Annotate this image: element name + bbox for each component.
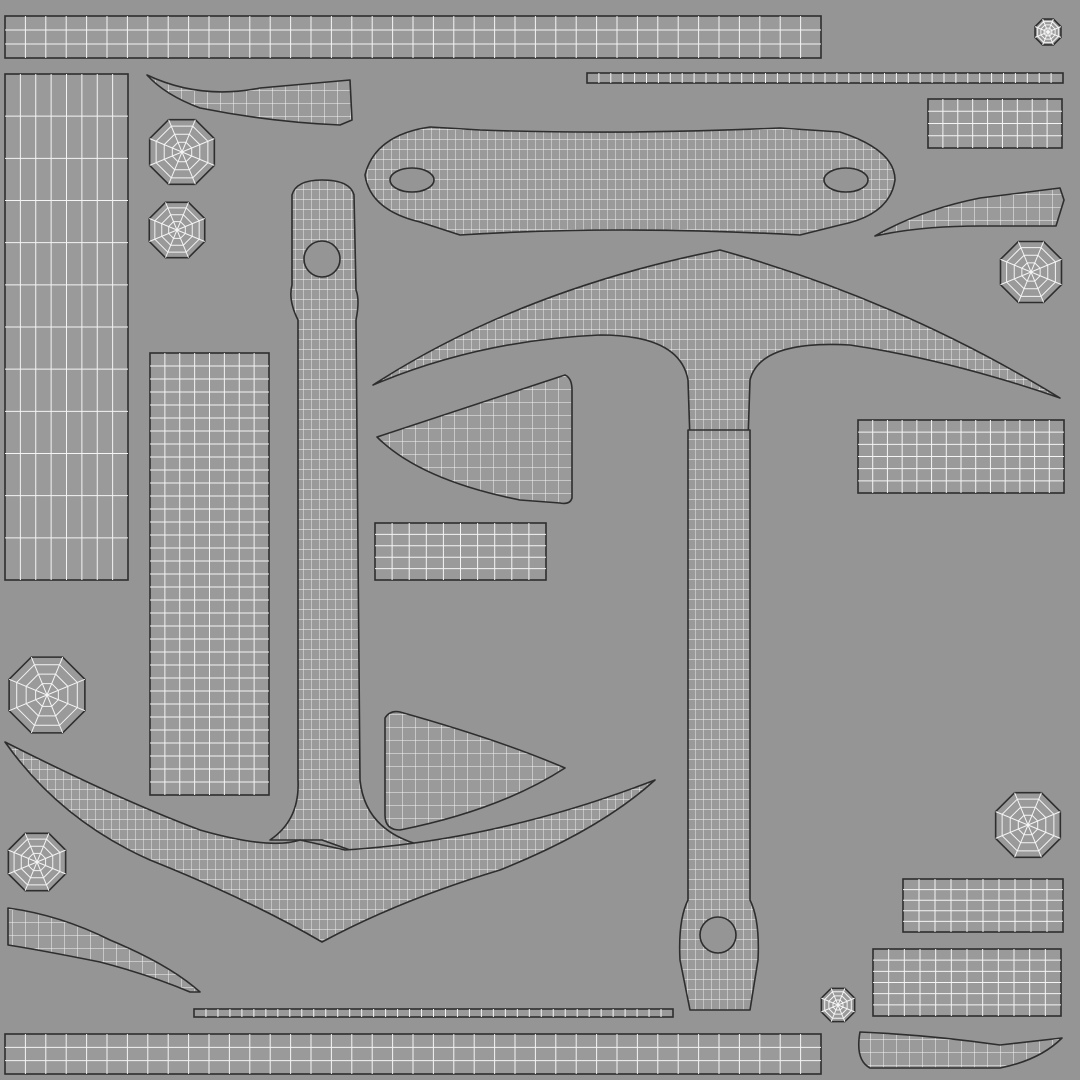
cap-island	[820, 987, 856, 1023]
rect-island	[374, 522, 547, 581]
rect-island	[4, 73, 129, 581]
triangle-island-2	[384, 710, 566, 831]
island-wire	[8, 656, 86, 734]
cap-island	[148, 118, 216, 186]
island-wire	[873, 949, 1061, 1016]
handle-hole-right	[823, 167, 869, 193]
handle-hole-left	[389, 167, 435, 193]
rect-island	[586, 72, 1064, 84]
pick-head-island	[372, 249, 1061, 441]
sliver-island-3	[7, 907, 201, 993]
sliver-island-1	[146, 74, 353, 126]
shape-islands	[4, 74, 1065, 1069]
shank-ring-hole	[303, 240, 341, 278]
rect-island	[149, 352, 270, 796]
cap-islands	[7, 18, 1063, 1023]
island-wire	[598, 73, 1052, 83]
cap-island	[1034, 18, 1062, 46]
cap-island	[994, 791, 1062, 859]
island-wire	[928, 99, 1062, 148]
island-wire	[1034, 18, 1062, 46]
cap-island	[999, 240, 1063, 304]
sliver-island-4	[857, 1031, 1063, 1069]
island-wire	[149, 119, 215, 185]
cap-island	[148, 201, 206, 259]
rect-island	[4, 1033, 822, 1075]
rect-island	[927, 98, 1063, 149]
triangle-island-1	[376, 374, 573, 505]
rect-island	[4, 15, 822, 59]
island-wire	[205, 1009, 662, 1017]
stem-ring-hole	[699, 916, 737, 954]
rect-islands	[4, 15, 1065, 1075]
island-wire	[375, 523, 546, 580]
rect-island	[193, 1008, 674, 1018]
rect-island	[872, 948, 1062, 1017]
island-wire	[5, 16, 821, 58]
cap-island	[8, 656, 86, 734]
pick-stem-island	[678, 429, 760, 1011]
anchor-shank-island	[269, 179, 421, 851]
island-wire	[149, 202, 205, 258]
island-wire	[8, 833, 66, 891]
sliver-island-2	[874, 187, 1065, 237]
handle-island	[364, 126, 896, 236]
island-wire	[858, 420, 1064, 493]
island-wire	[903, 879, 1063, 932]
rect-island	[902, 878, 1064, 933]
rect-island	[857, 419, 1065, 494]
island-wire	[995, 792, 1061, 858]
island-wire	[5, 74, 128, 580]
island-wire	[821, 988, 855, 1022]
cap-island	[7, 832, 67, 892]
island-wire	[150, 353, 269, 795]
anchor-arms-island	[4, 741, 656, 943]
island-wire	[5, 1034, 821, 1074]
island-wire	[1000, 241, 1062, 303]
